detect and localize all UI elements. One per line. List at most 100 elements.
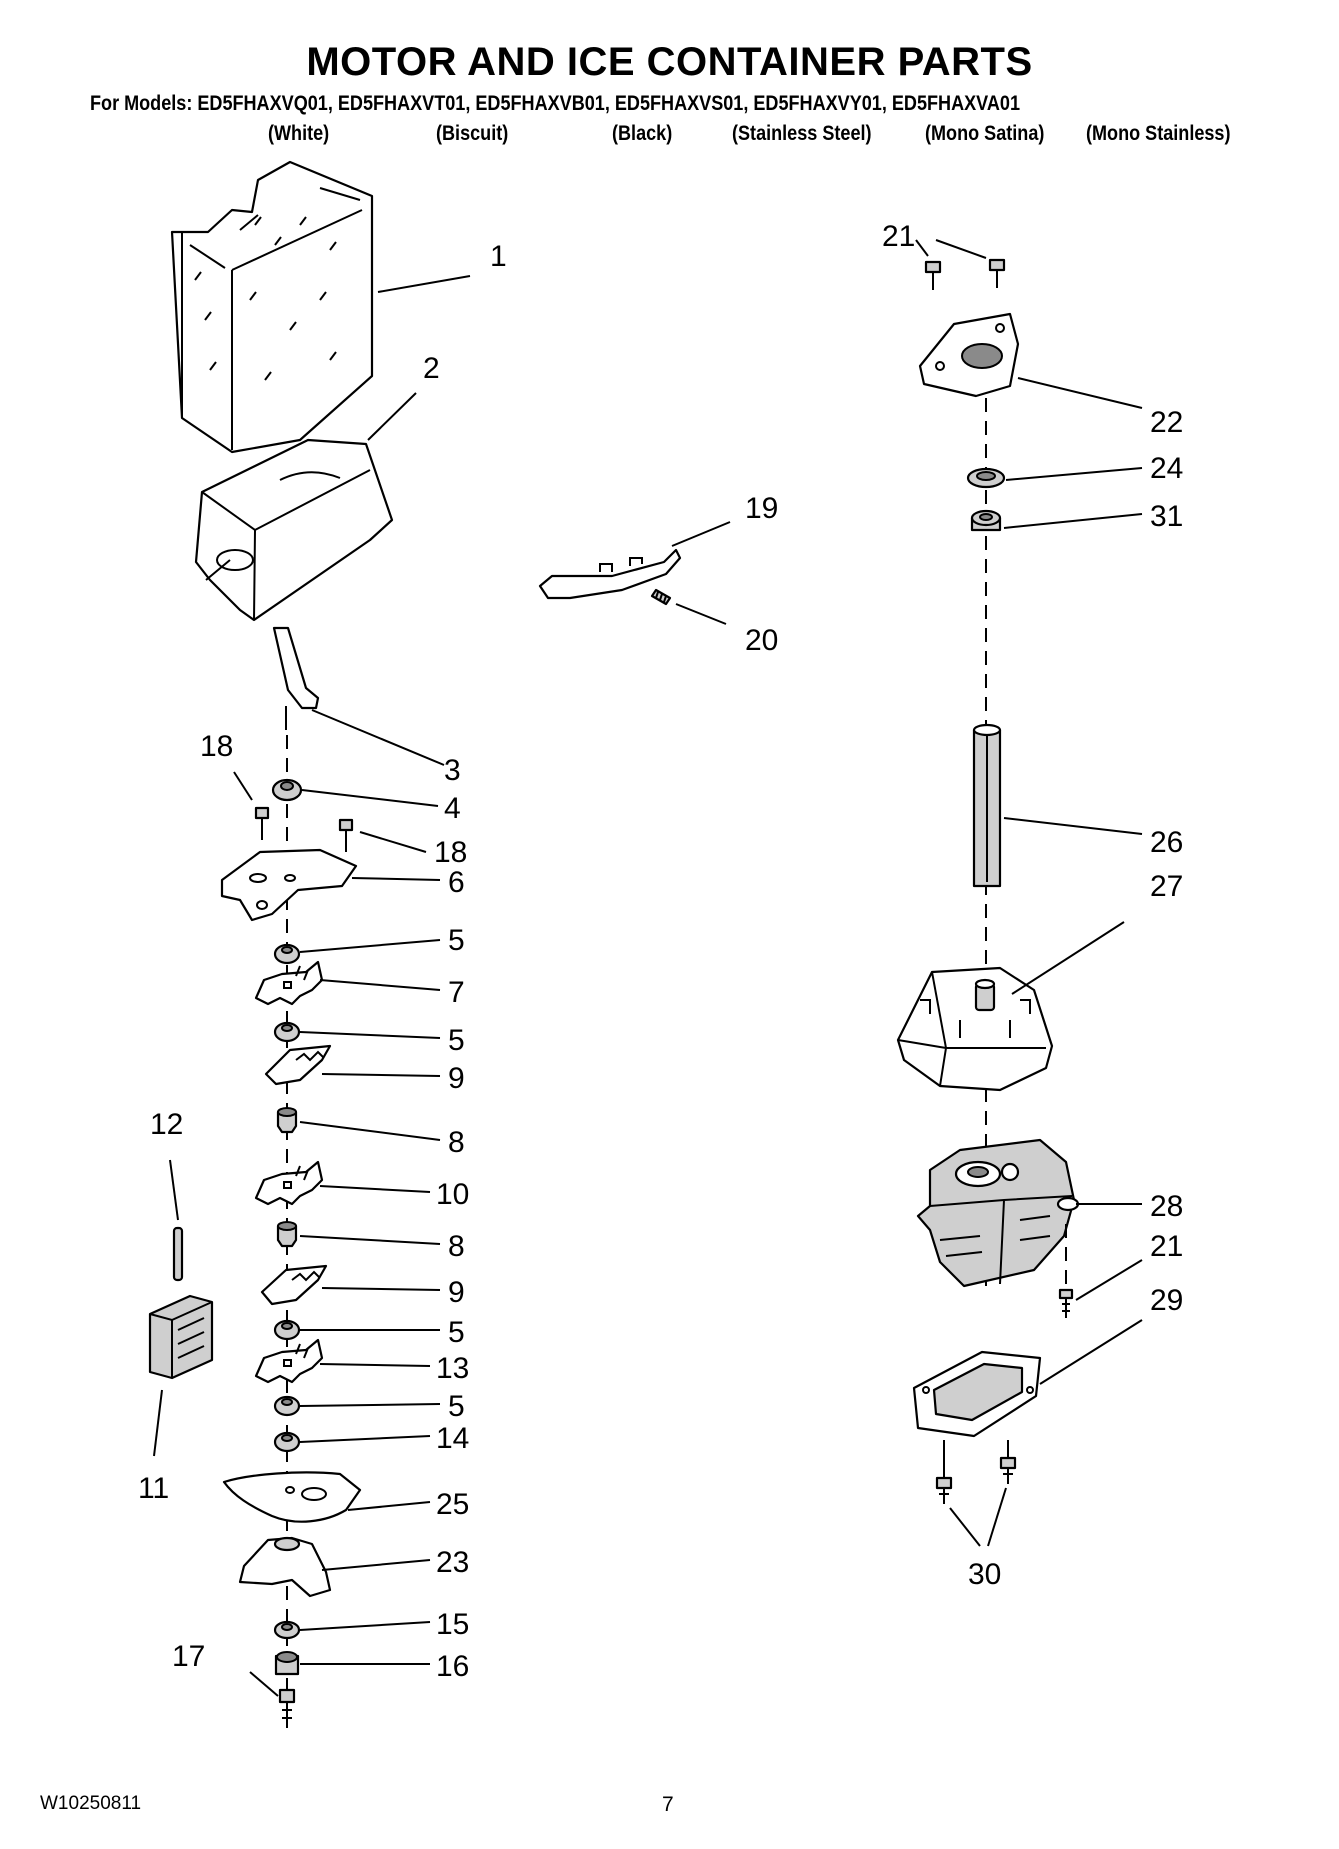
part-26-shaft [972,723,1002,888]
leader-25 [347,1501,431,1511]
callout-26: 26 [1150,826,1183,859]
leader-19 [671,521,731,547]
part-11-block [148,1294,214,1380]
part-18-screw-b [338,818,354,852]
leader-5b [299,1031,441,1039]
leader-21a-right [935,239,987,259]
models-line: For Models: ED5FHAXVQ01, ED5FHAXVT01, ED… [90,92,1021,115]
callout-28: 28 [1150,1190,1183,1223]
part-13-blade [254,1338,324,1384]
part-5-washer-b [273,1021,301,1043]
leader-21a-left [915,239,929,257]
part-30-screw-a [935,1440,953,1504]
part-1-ice-bin [170,160,374,454]
color-white: (White) [268,122,330,145]
page-number: 7 [662,1793,674,1816]
leader-1 [377,275,471,293]
leader-3 [311,709,445,766]
part-27-motor-cover [896,966,1054,1092]
callout-22: 22 [1150,406,1183,439]
part-15-washer [273,1620,301,1640]
color-mono-satina: (Mono Satina) [925,122,1045,145]
color-mono-stainless: (Mono Stainless) [1086,122,1231,145]
callout-8b: 8 [448,1230,465,1263]
callout-5d: 5 [448,1390,465,1423]
part-9-blade-b [260,1264,328,1306]
callout-25: 25 [436,1488,469,1521]
part-21-screw-top-b [988,258,1006,288]
part-23-blade-bracket [238,1536,332,1598]
callout-5b: 5 [448,1024,465,1057]
leader-22 [1017,377,1143,409]
leader-31 [1003,513,1143,529]
part-8-spacer-a [276,1107,298,1134]
part-29-gasket [912,1350,1042,1438]
document-number: W10250811 [40,1793,142,1814]
part-16-nut [274,1651,300,1676]
callout-7: 7 [448,976,465,1009]
leader-7 [319,979,441,991]
leader-17 [249,1671,279,1697]
leader-14 [299,1435,431,1443]
callout-12: 12 [150,1108,183,1141]
part-12-pin [172,1226,184,1282]
leader-27 [1011,921,1125,995]
leader-13 [319,1363,431,1367]
part-5-washer-a [273,943,301,965]
callout-21a: 21 [882,220,915,253]
part-14-washer [273,1431,301,1453]
part-22-mount-bracket [918,312,1020,398]
callout-19: 19 [745,492,778,525]
color-stainless-steel: (Stainless Steel) [732,122,872,145]
part-3-rod [272,626,320,730]
part-21-screw-bottom [1058,1288,1074,1318]
leader-30b [987,1487,1007,1547]
leader-23 [321,1559,431,1571]
callout-31: 31 [1150,500,1183,533]
leader-29 [1039,1319,1143,1385]
part-9-blade-a [264,1044,332,1086]
callout-9b: 9 [448,1276,465,1309]
leader-11 [153,1389,163,1457]
part-6-bracket [220,848,358,922]
color-biscuit: (Biscuit) [436,122,509,145]
callout-18a: 18 [200,730,233,763]
part-8-spacer-b [276,1221,298,1248]
part-5-washer-d [273,1395,301,1417]
leader-8a [299,1121,441,1141]
callout-6: 6 [448,866,465,899]
leader-6 [351,877,441,881]
part-21-screw-top-a [924,260,942,290]
leader-8b [299,1235,441,1245]
leader-20 [675,603,727,625]
part-20-spring [650,588,672,606]
callout-3: 3 [444,754,461,787]
callout-15: 15 [436,1608,469,1641]
leader-24 [1005,467,1143,481]
callout-1: 1 [490,240,507,273]
leader-21b [1075,1259,1143,1301]
callout-27: 27 [1150,870,1183,903]
callout-17: 17 [172,1640,205,1673]
leader-26 [1003,817,1143,835]
leader-15 [299,1621,431,1631]
leader-5d [299,1403,441,1407]
part-30-screw-b [999,1440,1017,1484]
part-4-washer [271,778,303,802]
part-31-bearing [970,509,1002,532]
leader-9a [321,1073,441,1077]
part-24-washer [966,467,1006,489]
callout-21b: 21 [1150,1230,1183,1263]
part-10-blade [254,1160,324,1206]
callout-29: 29 [1150,1284,1183,1317]
page-title: MOTOR AND ICE CONTAINER PARTS [306,40,1033,84]
callout-8a: 8 [448,1126,465,1159]
leader-2 [367,392,417,441]
callout-14: 14 [436,1422,469,1455]
callout-20: 20 [745,624,778,657]
part-25-cutter-plate [222,1471,362,1523]
color-black: (Black) [612,122,673,145]
callout-23: 23 [436,1546,469,1579]
callout-10: 10 [436,1178,469,1211]
part-7-blade [254,960,324,1006]
